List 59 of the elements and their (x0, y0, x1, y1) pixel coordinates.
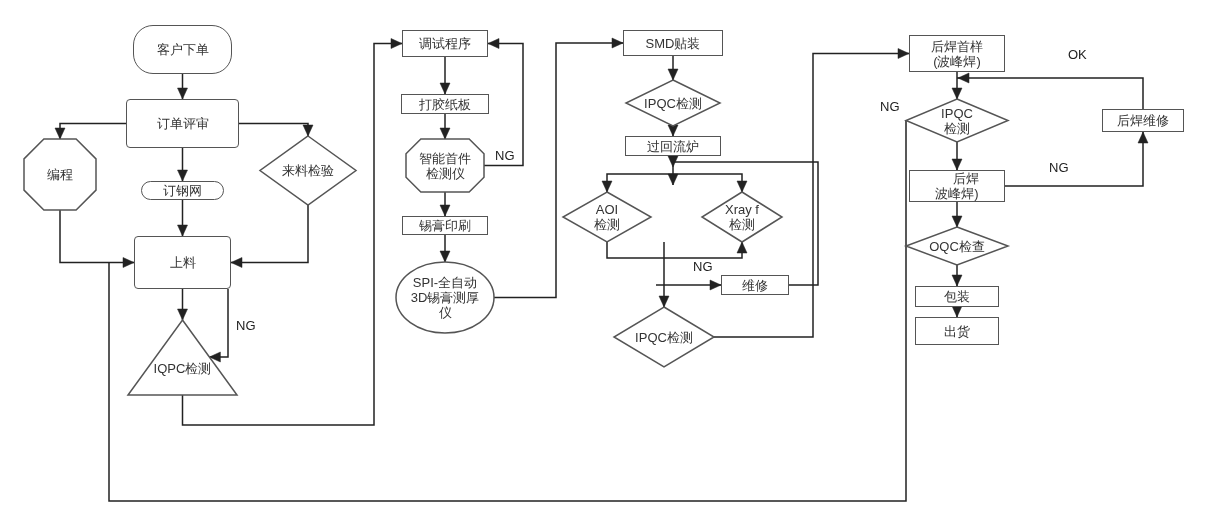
edge-label: NG (494, 149, 516, 162)
decision-diamond: Xray f 检测 (702, 192, 782, 242)
arrow (606, 241, 748, 259)
arrow (439, 113, 451, 140)
arrow (177, 199, 188, 237)
process-box: 后焊维修 (1102, 109, 1184, 132)
edge-label: NG (692, 260, 714, 273)
process-box: 包装 (915, 286, 999, 307)
process-box: 维修 (721, 275, 789, 295)
arrow (439, 191, 451, 217)
process-octagon: 智能首件检测仪 (406, 139, 484, 192)
process-ellipse: SPI-全自动3D锡膏测厚仪 (396, 262, 494, 333)
arrow (951, 201, 963, 228)
arrow (956, 72, 1144, 110)
edge-label: NG (235, 319, 257, 332)
process-box: 后焊波峰焊) (909, 170, 1005, 202)
process-box: SMD贴装 (623, 30, 723, 56)
decision-diamond: IPQC检测 (626, 80, 720, 126)
arrow (658, 241, 670, 308)
arrow (238, 122, 314, 137)
arrow (1004, 131, 1149, 187)
edge-label: OK (1067, 48, 1088, 61)
arrow (177, 73, 188, 100)
arrow (951, 264, 963, 287)
arrow (177, 147, 188, 182)
rounded-process-box: 订钢网 (141, 181, 224, 200)
arrow (181, 38, 403, 426)
arrow (208, 288, 229, 363)
decision-diamond: IPQC检测 (906, 99, 1008, 142)
arrow (108, 257, 135, 268)
start-terminal: 客户下单 (133, 25, 232, 74)
arrow (713, 48, 910, 338)
process-box: 出货 (915, 317, 999, 345)
arrow (655, 279, 722, 291)
arrow (601, 173, 674, 193)
process-box: 打胶纸板 (401, 94, 489, 114)
process-box: 调试程序 (402, 30, 488, 57)
process-box: 过回流炉 (625, 136, 721, 156)
arrow (54, 122, 127, 140)
decision-diamond: AOI检测 (563, 192, 651, 242)
decision-diamond: OQC检查 (906, 227, 1008, 265)
arrow (667, 55, 679, 81)
arrow (177, 288, 188, 321)
process-box: 订单评审 (126, 99, 239, 148)
process-box: 上料 (134, 236, 231, 289)
process-triangle: IQPC检测 (128, 320, 237, 395)
process-box: 后焊首样(波峰焊) (909, 35, 1005, 72)
edge-label: NG (879, 100, 901, 113)
arrow (672, 173, 748, 193)
edge-label: NG (1048, 161, 1070, 174)
arrow (439, 234, 451, 263)
process-octagon: 编程 (24, 139, 96, 210)
arrow (951, 77, 963, 100)
decision-diamond: IPQC检测 (614, 307, 714, 367)
decision-diamond: 来料检验 (260, 136, 356, 205)
arrow (439, 56, 451, 95)
process-box: 锡膏印刷 (402, 216, 488, 235)
arrow (230, 204, 309, 268)
arrow (951, 141, 963, 171)
